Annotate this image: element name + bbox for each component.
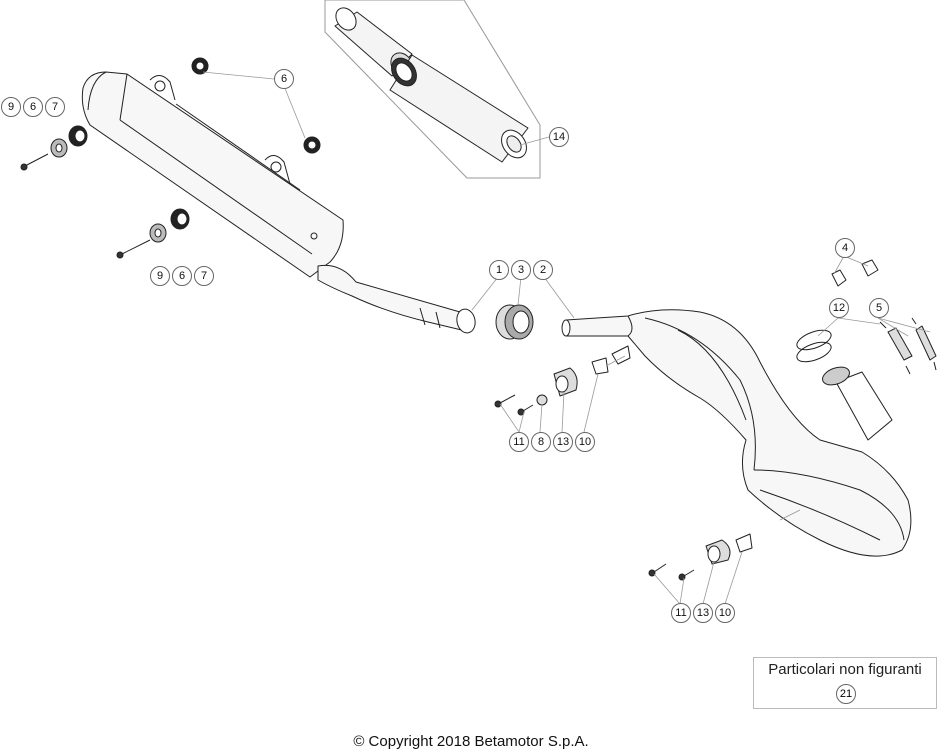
callout-6-top[interactable]: 6: [274, 69, 294, 89]
callout-21[interactable]: 21: [836, 684, 856, 704]
callout-12[interactable]: 12: [829, 298, 849, 318]
callout-8[interactable]: 8: [531, 432, 551, 452]
callout-7-mid[interactable]: 7: [194, 266, 214, 286]
packing-tube-lower: [389, 54, 529, 163]
callout-11-low[interactable]: 11: [671, 603, 691, 623]
mount-hardware-lower-left: [116, 208, 190, 259]
silencer: [81, 71, 344, 278]
callout-10-mid[interactable]: 10: [575, 432, 595, 452]
callout-3[interactable]: 3: [511, 260, 531, 280]
callout-5[interactable]: 5: [869, 298, 889, 318]
mount-hardware-upper-left: [20, 125, 88, 171]
mount-hardware-lower: [648, 533, 753, 581]
callout-9-left[interactable]: 9: [1, 97, 21, 117]
callout-14[interactable]: 14: [549, 127, 569, 147]
leader-lines: [202, 71, 931, 605]
parts-not-shown-box: Particolari non figuranti 21: [753, 657, 937, 709]
callout-13-low[interactable]: 13: [693, 603, 713, 623]
callout-9-mid[interactable]: 9: [150, 266, 170, 286]
expansion-chamber: [561, 309, 912, 557]
silencer-link-pipe: [317, 264, 476, 334]
callout-1[interactable]: 1: [489, 260, 509, 280]
callout-4[interactable]: 4: [835, 238, 855, 258]
callout-13-mid[interactable]: 13: [553, 432, 573, 452]
callout-6-mid[interactable]: 6: [172, 266, 192, 286]
callout-11-mid[interactable]: 11: [509, 432, 529, 452]
callout-6-left[interactable]: 6: [23, 97, 43, 117]
copyright-footer: © Copyright 2018 Betamotor S.p.A.: [353, 733, 589, 750]
parts-not-shown-title: Particolari non figuranti: [768, 661, 922, 678]
inset-box: [324, 0, 541, 179]
seal-ring: [495, 304, 534, 340]
washers-top: [191, 57, 321, 154]
callout-7-left[interactable]: 7: [45, 97, 65, 117]
springs-and-rings: [796, 259, 937, 375]
callout-2[interactable]: 2: [533, 260, 553, 280]
callout-10-low[interactable]: 10: [715, 603, 735, 623]
mount-hardware-middle: [494, 357, 609, 416]
